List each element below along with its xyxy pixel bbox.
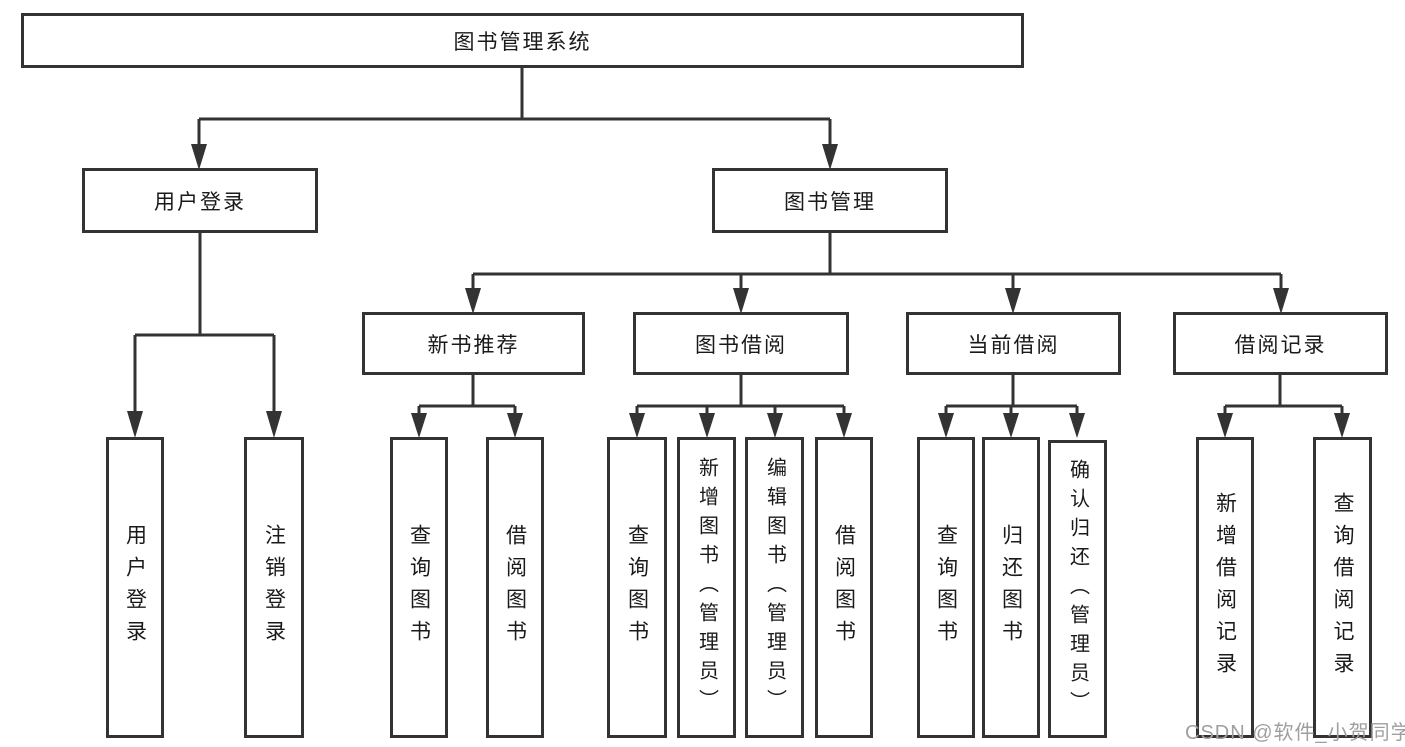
leaf-br-query-record-label: 查询借阅记录 bbox=[1331, 491, 1354, 684]
leaf-bb-borrow-book: 借阅图书 bbox=[815, 437, 873, 738]
leaf-user-login: 用户登录 bbox=[106, 437, 164, 738]
arrowhead-icons bbox=[127, 144, 1350, 438]
leaf-nbr-query-book: 查询图书 bbox=[390, 437, 448, 738]
node-borrow-record-label: 借阅记录 bbox=[1234, 333, 1327, 357]
node-user-login: 用户登录 bbox=[82, 168, 318, 233]
leaf-bb-query-book: 查询图书 bbox=[607, 437, 667, 738]
node-current-borrow-label: 当前借阅 bbox=[967, 333, 1060, 357]
leaf-logout-label: 注销登录 bbox=[262, 523, 286, 652]
leaf-bb-edit-book-admin: 编辑图书（管理员） bbox=[745, 437, 804, 738]
node-borrow-record: 借阅记录 bbox=[1173, 312, 1388, 375]
node-new-book-recommend-label: 新书推荐 bbox=[427, 333, 520, 357]
leaf-nbr-query-book-label: 查询图书 bbox=[407, 523, 431, 652]
leaf-cb-return-book-label: 归还图书 bbox=[999, 523, 1023, 652]
leaf-cb-return-book: 归还图书 bbox=[982, 437, 1040, 738]
node-book-borrow: 图书借阅 bbox=[633, 312, 849, 375]
leaf-nbr-borrow-book: 借阅图书 bbox=[486, 437, 544, 738]
leaf-br-query-record: 查询借阅记录 bbox=[1313, 437, 1372, 738]
leaf-cb-query-book-label: 查询图书 bbox=[934, 523, 958, 652]
node-book-management: 图书管理 bbox=[712, 168, 948, 233]
leaf-cb-query-book: 查询图书 bbox=[917, 437, 975, 738]
leaf-bb-add-book-admin-label: 新增图书（管理员） bbox=[695, 457, 718, 718]
node-user-login-label: 用户登录 bbox=[154, 190, 246, 214]
csdn-watermark: CSDN @软件_小贺同学 bbox=[1185, 722, 1405, 744]
leaf-br-add-record: 新增借阅记录 bbox=[1196, 437, 1254, 738]
node-book-management-label: 图书管理 bbox=[784, 190, 876, 214]
leaf-bb-edit-book-admin-label: 编辑图书（管理员） bbox=[763, 457, 786, 718]
leaf-bb-borrow-book-label: 借阅图书 bbox=[832, 523, 856, 652]
node-current-borrow: 当前借阅 bbox=[906, 312, 1121, 375]
leaf-cb-confirm-return-admin-label: 确认归还（管理员） bbox=[1066, 458, 1089, 720]
leaf-nbr-borrow-book-label: 借阅图书 bbox=[503, 523, 527, 652]
leaf-bb-query-book-label: 查询图书 bbox=[625, 523, 649, 652]
leaf-user-login-label: 用户登录 bbox=[123, 523, 147, 652]
node-library-system-label: 图书管理系统 bbox=[453, 30, 592, 54]
leaf-cb-confirm-return-admin: 确认归还（管理员） bbox=[1048, 440, 1107, 738]
leaf-br-add-record-label: 新增借阅记录 bbox=[1213, 491, 1237, 684]
node-book-borrow-label: 图书借阅 bbox=[695, 333, 787, 357]
node-library-system: 图书管理系统 bbox=[21, 13, 1024, 68]
node-new-book-recommend: 新书推荐 bbox=[362, 312, 585, 375]
leaf-logout: 注销登录 bbox=[244, 437, 304, 738]
leaf-bb-add-book-admin: 新增图书（管理员） bbox=[677, 437, 736, 738]
